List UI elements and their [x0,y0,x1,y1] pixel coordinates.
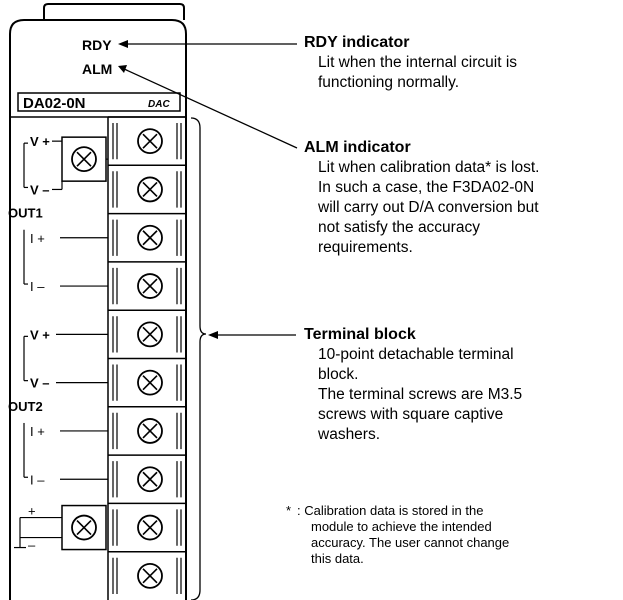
terminal-block [108,116,186,594]
terminal-cell [108,309,186,353]
terminal-label-i-minus: I – [30,279,45,294]
output-group-label: OUT2 [8,399,43,414]
screw-cross-icon [76,519,92,536]
terminal-guide [112,364,182,401]
alm-arrowhead [118,65,127,73]
power-link-box [61,504,107,551]
module-top-tab [43,3,185,20]
model-name: DA02-0N [23,95,86,112]
callout-line: Lit when the internal circuit is [318,54,518,71]
terminal-guide [112,316,182,353]
terminal-block-brace [190,117,207,600]
callout-line: washers. [318,426,381,443]
terminal-guide [112,171,182,208]
alm-leader-line [121,67,298,149]
terminal-guide [112,267,182,305]
output-group-label: OUT1 [8,206,43,221]
screw-cross-icon [142,423,158,439]
terminal-label-v-minus: V – [30,182,50,197]
model-label-box [17,92,181,112]
alm-indicator-label: ALM [82,61,112,77]
terminal-label-i-plus: I + [30,231,45,246]
callout-body: Lit when calibration data* is lost. In s… [304,158,622,258]
callout-body: Lit when the internal circuit is functio… [304,53,622,93]
footnote-line: module to achieve the intended [311,519,492,534]
callout-title: Terminal block [304,326,416,343]
screw-cross-icon [142,278,158,294]
callout-line: screws with square captive [318,406,504,423]
terminal-arrowhead [208,331,218,339]
footnote-mark: * [286,503,292,518]
callout-line: Lit when calibration data* is lost. [318,159,540,176]
footnote-line: : Calibration data is stored in the [297,503,484,518]
callout-line: not satisfy the accuracy [318,219,480,236]
callout-line: requirements. [318,239,413,256]
terminal-cell [108,212,186,256]
footnote-line: accuracy. The user cannot change [311,535,510,550]
terminal-guide [112,123,182,160]
alm-indicator-callout: ALM indicator Lit when calibration data*… [304,138,622,258]
callout-line: In such a case, the F3DA02-0N [318,179,535,196]
terminal-labels: V + V – OUT1 I + I – V + V – OUT2 I + I – + – [8,134,108,553]
rdy-indicator-label: RDY [82,37,112,53]
callout-line: functioning normally. [318,74,460,91]
rdy-indicator-callout: RDY indicator Lit when the internal circ… [304,33,622,93]
terminal-guide [112,219,182,256]
terminal-label-i-plus: I + [30,424,45,439]
terminal-cell [108,454,186,498]
screw-cross-icon [142,375,158,391]
terminal-guide [112,557,182,594]
callout-body: 10-point detachable terminal block. The … [304,345,622,445]
terminal-label-v-plus: V + [30,134,50,149]
terminal-guide [112,461,182,498]
model-type-tag: DAC [148,99,170,110]
screw-cross-icon [142,133,158,149]
terminal-label-v-minus: V – [30,376,50,391]
screw-cross-icon [142,568,158,584]
callout-line: will carry out D/A conversion but [318,199,539,216]
footnote-line: this data. [311,551,364,566]
terminal-cell [108,357,186,401]
callout-title: RDY indicator [304,34,410,51]
terminal-block-callout: Terminal block 10-point detachable termi… [304,325,622,445]
footnote-text: : Calibration data is stored in the modu… [286,503,622,567]
footnote: * : Calibration data is stored in the mo… [286,503,622,567]
terminal-cell [108,261,186,305]
terminal-cell [108,164,186,208]
terminal-cell [108,550,186,594]
terminal-cell [108,116,186,160]
callout-line: The terminal screws are M3.5 [318,386,523,403]
screw-cross-icon [142,326,158,342]
terminal-cell [108,502,186,546]
terminal-guide [112,509,182,546]
terminal-cell [108,406,186,450]
power-label-plus: + [28,504,36,519]
callout-title: ALM indicator [304,139,411,156]
terminal-label-i-minus: I – [30,472,45,487]
callout-line: 10-point detachable terminal [318,346,514,363]
screw-cross-icon [142,519,158,536]
screw-cross-icon [76,151,92,167]
terminal-label-v-plus: V + [30,327,50,342]
screw-cross-icon [142,471,158,487]
screw-cross-icon [142,230,158,246]
terminal-guide [112,412,182,450]
rdy-arrowhead [118,40,128,48]
callout-line: block. [318,366,359,383]
screw-cross-icon [142,181,158,198]
power-label-minus: – [28,538,36,553]
module-body [9,19,187,600]
